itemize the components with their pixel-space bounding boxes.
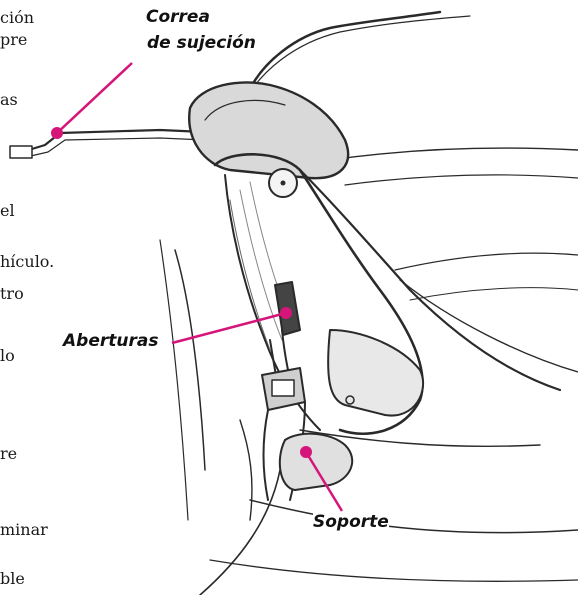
callout-correa-line2: de sujeción <box>147 33 256 54</box>
callout-correa: Correa <box>146 7 210 28</box>
callout-soporte: Soporte <box>313 512 389 533</box>
callout-aberturas: Aberturas <box>63 331 158 352</box>
